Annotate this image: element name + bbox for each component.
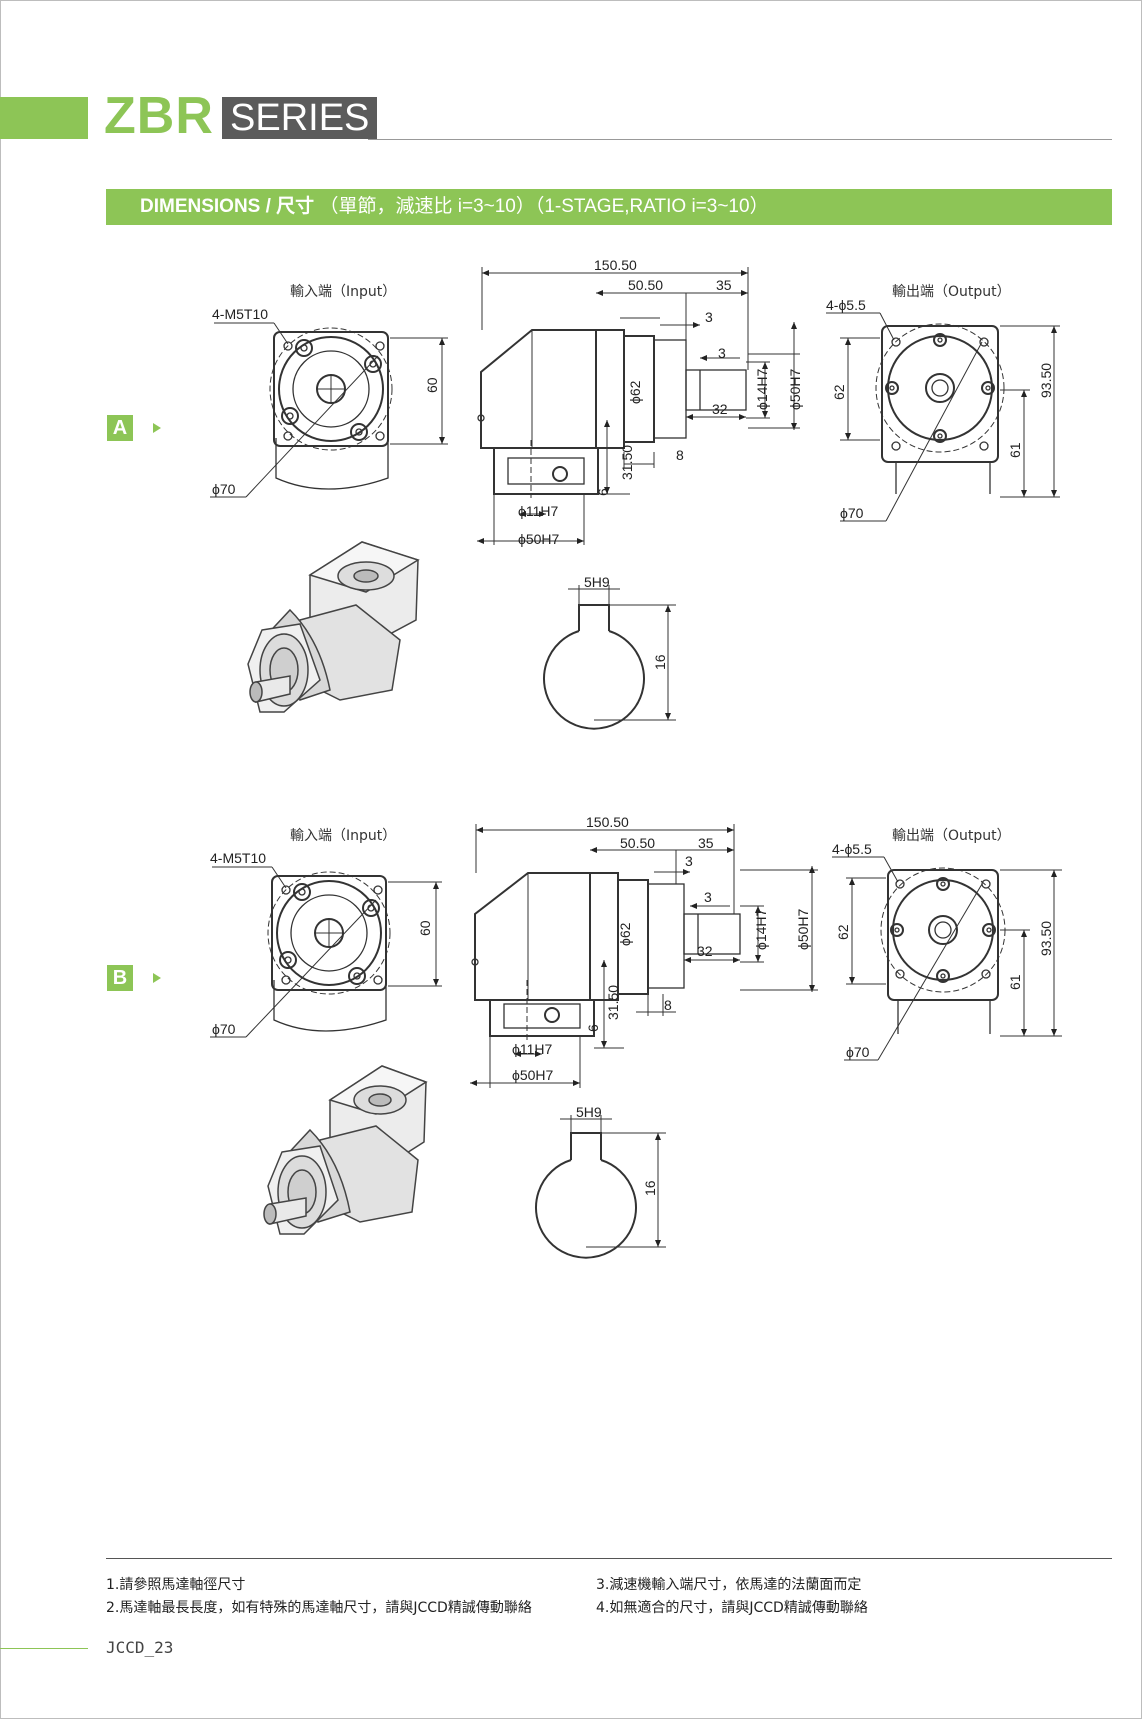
side-d14-a: ϕ14H7 — [754, 368, 770, 410]
side-bore11-b: ϕ11H7 — [512, 1041, 552, 1057]
side-shaft-a: 32 — [712, 401, 728, 417]
brand-series: SERIES — [222, 97, 378, 139]
side-d62-b: ϕ62 — [617, 922, 633, 946]
side-shaft-b: 32 — [697, 943, 713, 959]
input-view-a — [210, 322, 448, 498]
key-width-a: 5H9 — [584, 574, 610, 590]
output-h62-b: 62 — [835, 924, 851, 940]
section-title-rest: （單節，減速比 i=3~10）（1-STAGE,RATIO i=3~10） — [319, 196, 769, 217]
note-4: 4.如無適合的尺寸，請與JCCD精誠傳動聯絡 — [596, 1600, 868, 1616]
brand-model: ZBR — [104, 87, 214, 145]
input-height-b: 60 — [417, 920, 433, 936]
note-3: 3.減速機輸入端尺寸，依馬達的法蘭面而定 — [596, 1577, 862, 1593]
output-holes-a: 4-ϕ5.5 — [826, 297, 866, 313]
key-view-a — [543, 585, 676, 730]
key-height-a: 16 — [652, 654, 668, 670]
variant-b-drawings: 輸入端（Input） 4-M5T10 ϕ70 60 — [210, 814, 1062, 1259]
input-caption-a: 輸入端（Input） — [290, 284, 396, 300]
side-view-a — [477, 267, 800, 545]
input-caption-b: 輸入端（Input） — [290, 828, 396, 844]
side-bore11-a: ϕ11H7 — [518, 503, 558, 519]
side-mid-a: 50.50 — [628, 277, 663, 293]
input-thread-a: 4-M5T10 — [212, 306, 268, 322]
output-holes-b: 4-ϕ5.5 — [832, 841, 872, 857]
side-bore50-b: ϕ50H7 — [512, 1067, 554, 1083]
output-view-b — [832, 856, 1062, 1061]
page-number: JCCD_23 — [106, 1638, 174, 1657]
key-height-b: 16 — [642, 1180, 658, 1196]
output-h61-a: 61 — [1007, 442, 1023, 458]
output-h61-b: 61 — [1007, 974, 1023, 990]
side-d62-a: ϕ62 — [627, 380, 643, 404]
side-d3a-b: 3 — [685, 853, 693, 869]
side-mid-b: 50.50 — [620, 835, 655, 851]
output-view-a — [826, 312, 1060, 522]
section-title-bar: DIMENSIONS / 尺寸 （單節，減速比 i=3~10）（1-STAGE,… — [106, 189, 1112, 225]
side-d6-b: 6 — [585, 1024, 601, 1032]
side-right-a: 35 — [716, 277, 732, 293]
brand-accent-bar — [0, 97, 88, 139]
output-h62-a: 62 — [831, 384, 847, 400]
variant-arrow-a-icon — [153, 423, 161, 433]
key-view-b — [535, 1115, 666, 1259]
isometric-render-a — [247, 541, 420, 713]
side-d14-b: ϕ14H7 — [753, 908, 769, 950]
input-diameter-b: ϕ70 — [212, 1021, 236, 1037]
side-d31-b: 31.50 — [605, 985, 621, 1020]
side-view-b — [470, 824, 818, 1088]
output-h93-b: 93.50 — [1038, 921, 1054, 956]
input-diameter-a: ϕ70 — [212, 481, 236, 497]
output-h93-a: 93.50 — [1038, 363, 1054, 398]
note-1: 1.請參照馬達軸徑尺寸 — [106, 1577, 246, 1593]
key-width-b: 5H9 — [576, 1104, 602, 1120]
side-d6-a: 6 — [595, 488, 611, 496]
output-diameter-a: ϕ70 — [840, 505, 864, 521]
footer-rule — [106, 1558, 1112, 1559]
side-right-b: 35 — [698, 835, 714, 851]
side-d3b-b: 3 — [704, 889, 712, 905]
output-diameter-b: ϕ70 — [846, 1044, 870, 1060]
output-caption-b: 輸出端（Output） — [892, 828, 1011, 844]
header-rule — [368, 139, 1112, 140]
input-view-b — [210, 866, 442, 1038]
side-d3a-a: 3 — [705, 309, 713, 325]
variant-a-drawings: 輸入端（Input） 4-M5T10 ϕ70 60 — [210, 257, 1060, 730]
variant-arrow-b-icon — [153, 973, 161, 983]
variant-label-b: B — [107, 965, 133, 991]
side-d50-a: ϕ50H7 — [787, 368, 803, 410]
output-caption-a: 輸出端（Output） — [892, 284, 1011, 300]
side-d8-a: 8 — [676, 447, 684, 463]
side-d3b-a: 3 — [718, 345, 726, 361]
isometric-render-b — [263, 1065, 428, 1235]
side-total-a: 150.50 — [594, 257, 637, 273]
side-total-b: 150.50 — [586, 814, 629, 830]
input-height-a: 60 — [424, 377, 440, 393]
side-d50-b: ϕ50H7 — [795, 908, 811, 950]
note-2: 2.馬達軸最長長度，如有特殊的馬達軸尺寸，請與JCCD精誠傳動聯絡 — [106, 1600, 532, 1616]
side-d31-a: 31.50 — [619, 445, 635, 480]
side-d8-b: 8 — [664, 997, 672, 1013]
page-number-rule — [0, 1648, 88, 1649]
variant-label-a: A — [107, 415, 133, 441]
section-title-bold: DIMENSIONS / 尺寸 — [140, 196, 315, 217]
side-bore50-a: ϕ50H7 — [518, 531, 560, 547]
input-thread-b: 4-M5T10 — [210, 850, 266, 866]
